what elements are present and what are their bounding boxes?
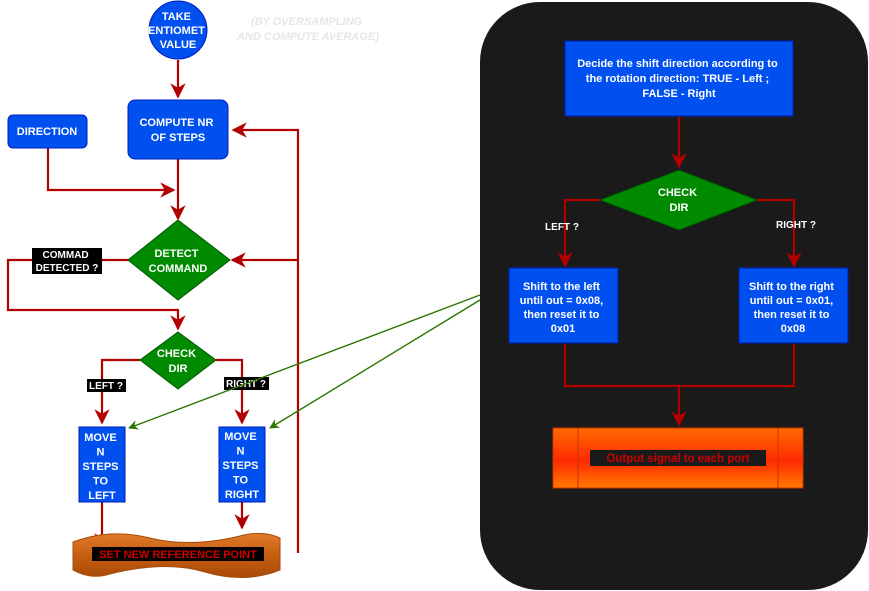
left-branch-text: LEFT ? (89, 381, 123, 392)
left-branch-label: LEFT ? (87, 379, 126, 392)
move-right-line-2: N (236, 446, 244, 458)
move-steps-left-box[interactable]: MOVE N STEPS TO LEFT (78, 426, 126, 503)
compute-steps-box[interactable]: COMPUTE NR OF STEPS (127, 99, 229, 160)
output-signal-box[interactable]: Output signal to each port (552, 427, 804, 489)
move-right-line-3: STEPS (222, 460, 258, 472)
decide-line-2: the rotation direction: TRUE - Left ; (586, 73, 769, 85)
shift-left-line-3: then reset it to (524, 309, 600, 321)
commad-line-1: COMMAD (43, 250, 89, 261)
note-line-1: (BY OVERSAMPLING (251, 16, 362, 28)
svg-text:CHECK DIR: CHECK DIR (157, 348, 199, 375)
take-value-line-2: ENTIOMET (148, 25, 205, 37)
set-reference-label: SET NEW REFERENCE POINT (99, 549, 257, 561)
shift-left-line-4: 0x01 (551, 323, 575, 335)
move-right-line-4: TO (233, 475, 249, 487)
detail-right-label: RIGHT ? (776, 220, 816, 231)
move-left-line-4: TO (93, 476, 109, 488)
check-dir-line-1: CHECK (157, 348, 196, 360)
decide-shift-direction-box[interactable]: Decide the shift direction according to … (564, 40, 794, 117)
detail-check-dir-line-2: DIR (670, 202, 689, 214)
move-right-line-5: RIGHT (225, 489, 260, 501)
set-reference-point-box[interactable]: SET NEW REFERENCE POINT (72, 532, 281, 579)
svg-text:MOVE N STEPS: MOVE N STEPS TO RIGHT (222, 431, 261, 501)
move-left-line-3: STEPS (82, 461, 118, 473)
move-left-line-5: LEFT (88, 490, 116, 502)
shift-left-line-1: Shift to the left (523, 281, 600, 293)
shift-right-box[interactable]: Shift to the right until out = 0x01, the… (738, 267, 849, 344)
shift-left-box[interactable]: Shift to the left until out = 0x08, then… (508, 267, 619, 344)
detect-line-2: COMMAND (149, 263, 208, 275)
commad-line-2: DETECTED ? (36, 263, 99, 274)
detail-left-label: LEFT ? (545, 222, 579, 233)
direction-label: DIRECTION (17, 126, 78, 138)
take-value-start[interactable]: TAKE ENTIOMET VALUE (148, 0, 208, 60)
svg-text:TAKE ENTIOMET VALU: TAKE ENTIOMET VALUE (148, 11, 208, 51)
check-dir-decision[interactable]: CHECK DIR (139, 331, 217, 390)
svg-text:MOVE N STEPS: MOVE N STEPS TO LEFT (82, 432, 121, 502)
svg-text:Shift to the left until: Shift to the left until out = 0x08, then… (520, 281, 607, 335)
shift-right-line-3: then reset it to (754, 309, 830, 321)
output-signal-label: Output signal to each port (606, 453, 749, 465)
svg-text:DETECT COMMAND: DETECT COMMAND (149, 248, 208, 275)
svg-text:Shift to the right until: Shift to the right until out = 0x01, the… (749, 281, 837, 335)
compute-line-1: COMPUTE NR (139, 117, 213, 129)
decide-line-3: FALSE - Right (642, 88, 716, 100)
oversampling-note: (BY OVERSAMPLING AND COMPUTE AVERAGE) (236, 16, 379, 43)
detail-check-dir-decision[interactable]: CHECK DIR (598, 169, 759, 231)
cross-reference-arrows (128, 294, 481, 430)
direction-box[interactable]: DIRECTION (7, 114, 88, 149)
shift-right-line-4: 0x08 (781, 323, 805, 335)
svg-text:COMMAD DETECTED ?: COMMAD DETECTED ? (36, 250, 99, 274)
take-value-line-3: VALUE (160, 39, 196, 51)
move-left-line-1: MOVE (84, 432, 116, 444)
svg-text:CHECK DIR: CHECK DIR (658, 187, 700, 214)
shift-right-line-1: Shift to the right (749, 281, 834, 293)
check-dir-line-2: DIR (169, 363, 188, 375)
compute-line-2: OF STEPS (151, 132, 205, 144)
note-line-2: AND COMPUTE AVERAGE) (236, 31, 379, 43)
detect-command-decision[interactable]: DETECT COMMAND (127, 219, 231, 301)
decide-line-1: Decide the shift direction according to (577, 58, 778, 70)
svg-text:Decide the shift direction acc: Decide the shift direction according to … (577, 58, 781, 100)
detail-check-dir-line-1: CHECK (658, 187, 697, 199)
detect-line-1: DETECT (154, 248, 198, 260)
move-left-line-2: N (96, 447, 104, 459)
shift-left-line-2: until out = 0x08, (520, 295, 603, 307)
commad-detected-label: COMMAD DETECTED ? (32, 248, 102, 274)
move-steps-right-box[interactable]: MOVE N STEPS TO RIGHT (218, 426, 266, 503)
right-branch-text: RIGHT ? (226, 379, 266, 390)
detail-connectors (557, 117, 802, 427)
take-value-line-1: TAKE (162, 11, 191, 23)
shift-right-line-2: until out = 0x01, (750, 295, 833, 307)
svg-text:COMPUTE NR OF STEPS: COMPUTE NR OF STEPS (139, 117, 216, 144)
move-right-line-1: MOVE (224, 431, 256, 443)
